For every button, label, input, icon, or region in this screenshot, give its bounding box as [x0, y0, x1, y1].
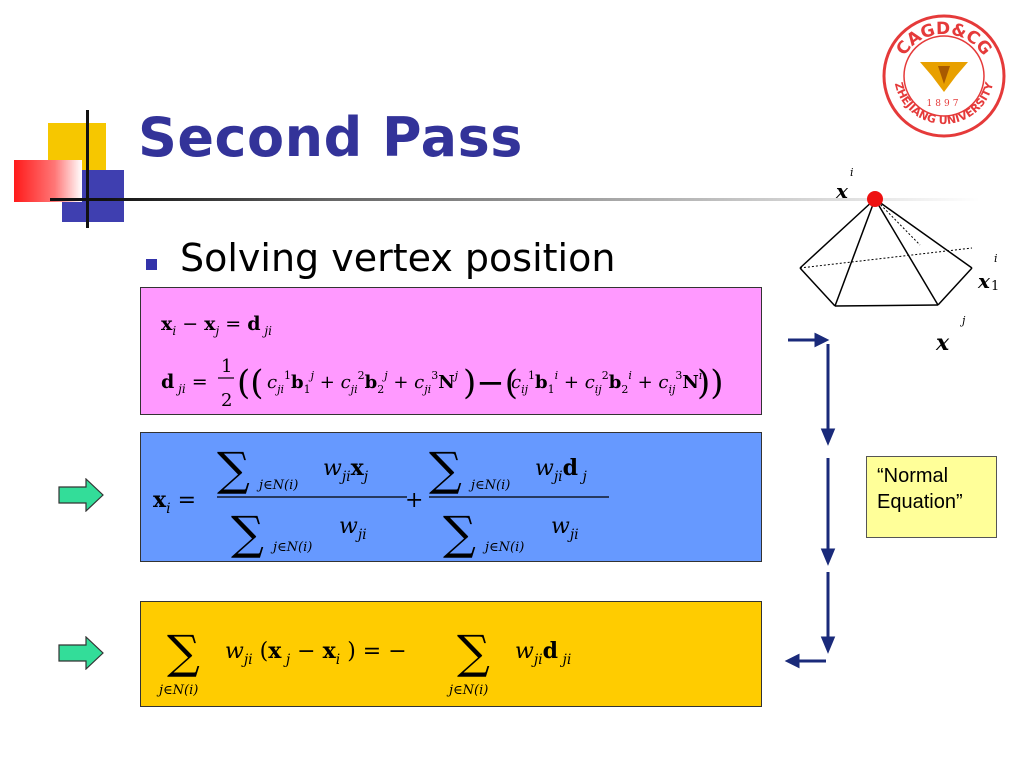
svg-text:∑: ∑: [167, 625, 200, 679]
equation-box-offset: xi − xj = d ji d ji = 1 2 (( cji1b1j + c…: [140, 287, 762, 415]
svg-text:)−(: )−(: [463, 363, 518, 403]
label-right-sup: i: [994, 252, 998, 265]
svg-text:)): )): [697, 363, 724, 403]
normal-equation-formula: ∑ j∈N(i) wji (x j − xi ) = − ∑ j∈N(i) wj…: [156, 625, 571, 698]
normal-equation-note: “Normal Equation”: [866, 456, 997, 538]
vertex-point: [867, 191, 883, 207]
green-arrow-icon: [58, 636, 104, 670]
iteration-loop-arrows: [784, 332, 836, 669]
equation-box-vertex-average: xi = ∑ j∈N(i) wjixj ∑ j∈N(i) wji + ∑ j∈N…: [140, 432, 762, 562]
pyramid-diagram: x i x i 1 x j: [799, 166, 999, 356]
label-top-x: x: [835, 179, 849, 203]
label-right-x: x: [977, 269, 991, 293]
bullet-square-icon: [146, 259, 157, 270]
svg-text:j∈N(i): j∈N(i): [446, 683, 488, 698]
svg-text:∑: ∑: [429, 442, 462, 496]
label-top-sup: i: [850, 166, 854, 179]
svg-text:+: +: [405, 488, 423, 513]
label-bottom-sup: j: [959, 314, 966, 327]
svg-text:wjid j: wjid j: [535, 455, 588, 485]
title-deco-red-gradient: [14, 160, 82, 202]
equation-box-normal-equation: ∑ j∈N(i) wji (x j − xi ) = − ∑ j∈N(i) wj…: [140, 601, 762, 707]
offset-equations: xi − xj = d ji d ji = 1 2 (( cji1b1j + c…: [161, 313, 724, 411]
vertex-average-equation: xi = ∑ j∈N(i) wjixj ∑ j∈N(i) wji + ∑ j∈N…: [153, 442, 609, 560]
svg-text:j∈N(i): j∈N(i): [256, 478, 298, 493]
svg-text:((: ((: [237, 363, 264, 403]
label-right-sub: 1: [991, 279, 999, 294]
svg-text:d ji =: d ji =: [161, 371, 208, 396]
svg-text:cji1b1j + cji2b2j + cji3Nj: cji1b1j + cji2b2j + cji3Nj: [267, 369, 459, 396]
label-bottom-x: x: [935, 330, 950, 356]
svg-text:2: 2: [221, 390, 232, 411]
title-underline: [50, 198, 980, 201]
green-arrow-icon: [58, 478, 104, 512]
svg-text:wjid ji: wjid ji: [515, 638, 571, 668]
svg-text:wjixj: wjixj: [323, 455, 369, 485]
svg-text:∑: ∑: [217, 442, 250, 496]
svg-text:∑: ∑: [231, 506, 264, 560]
zhejiang-university-logo: CAGD&CG ZHEJIANG UNIVERSITY 1897: [882, 14, 1006, 138]
svg-text:xi =: xi =: [153, 487, 196, 517]
svg-text:xi − xj = d ji: xi − xj = d ji: [161, 313, 272, 338]
svg-text:wji: wji: [551, 514, 579, 543]
svg-text:1: 1: [221, 356, 232, 377]
svg-text:cij1b1i + cij2b2i + cij3Ni: cij1b1i + cij2b2i + cij3Ni: [511, 369, 702, 396]
slide-title: Second Pass: [138, 106, 523, 169]
bullet-text: Solving vertex position: [180, 236, 616, 280]
title-deco-vertical-line: [86, 110, 89, 228]
svg-text:wji: wji: [339, 514, 367, 543]
note-line-1: “Normal: [877, 465, 949, 487]
svg-text:j∈N(i): j∈N(i): [270, 540, 312, 555]
logo-year: 1897: [927, 99, 962, 109]
svg-text:∑: ∑: [443, 506, 476, 560]
note-line-2: Equation”: [877, 491, 963, 513]
svg-text:j∈N(i): j∈N(i): [156, 683, 198, 698]
svg-text:wji (x j − xi ) = −: wji (x j − xi ) = −: [225, 638, 407, 668]
svg-text:∑: ∑: [457, 625, 490, 679]
svg-text:j∈N(i): j∈N(i): [468, 478, 510, 493]
svg-text:j∈N(i): j∈N(i): [482, 540, 524, 555]
